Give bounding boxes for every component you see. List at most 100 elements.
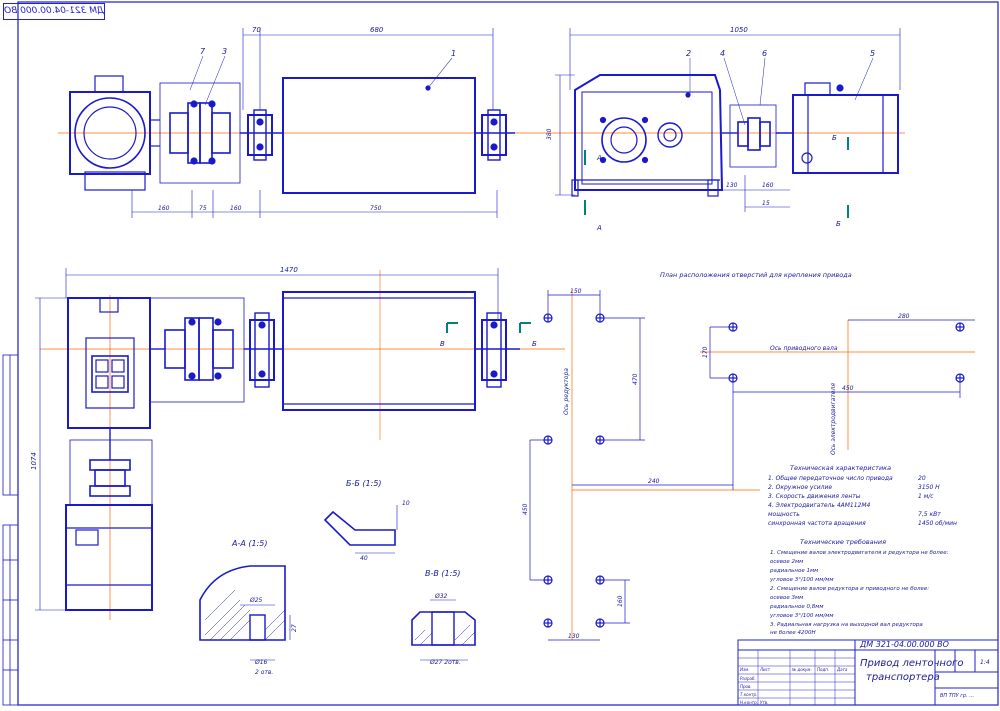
tech-req-line: осевое 3мм <box>770 595 803 601</box>
tech-spec-line: синхронная частота вращения <box>768 520 866 527</box>
hole-dim-160: 160 <box>617 595 624 607</box>
bottom-left-motor <box>65 504 153 611</box>
aa-dim-3: 2 отв. <box>255 669 273 676</box>
tech-req-line: угловое 3°/100 мм/мм <box>769 577 834 583</box>
aa-dim-2: Ø16 <box>254 659 268 666</box>
aa-dim-1: Ø25 <box>249 597 263 604</box>
tech-spec-value: 1450 об/мин <box>918 520 957 527</box>
tech-req-line: 2. Смещение валов редуктора и приводного… <box>770 586 929 592</box>
top-bearing-right <box>481 109 507 161</box>
axis-drum-label: Ось приводного вала <box>770 345 838 352</box>
hole-plan <box>529 290 975 641</box>
bottom-view <box>35 268 565 620</box>
bb-dim-2: 40 <box>360 555 368 562</box>
hole-dim-240: 240 <box>648 478 660 485</box>
role-label: Разраб. <box>740 676 756 681</box>
top-bearing-left <box>247 109 273 161</box>
title-block <box>737 639 999 706</box>
callout-2: 2 <box>686 49 691 58</box>
corner-stamp: ДМ 321-04.00.000 ВО <box>3 3 105 20</box>
title-block-scale: 1:4 <box>980 659 990 666</box>
axis-reducer-label: Ось редуктора <box>563 368 570 415</box>
tech-req-line: радиальное 0,8мм <box>769 604 824 610</box>
section-mark-b1: Б <box>832 134 837 142</box>
tech-spec-value: 20 <box>918 475 926 482</box>
top-view <box>58 28 905 218</box>
hole-dim-130: 130 <box>568 633 580 640</box>
role-label: Утв. <box>760 700 768 705</box>
role-label: Пров. <box>740 684 752 689</box>
row-label: Подп. <box>817 667 829 672</box>
tech-spec-lines: 1. Общее передаточное число привода 2. О… <box>768 475 957 527</box>
dim-top-right: 1050 <box>730 26 748 34</box>
role-label: Н.контр. <box>740 700 758 705</box>
aa-dim-4: 27 <box>291 624 298 632</box>
bottom-drum <box>282 291 476 411</box>
tech-req-line: 1. Смещение валов электродвигателя и ред… <box>770 550 949 556</box>
bottom-bearing-right <box>481 312 507 388</box>
top-right-gearbox <box>571 74 724 197</box>
tech-spec-value: 7,5 кВт <box>918 511 941 518</box>
tech-spec-line: мощность <box>768 511 800 518</box>
title-block-row-labels: Изм. Лист № докум. Подп. Дата Разраб. Пр… <box>740 667 848 705</box>
tech-req-lines: 1. Смещение валов электродвигателя и ред… <box>769 550 949 636</box>
section-mark-a2: А <box>596 224 602 232</box>
dim-top-mid: 680 <box>370 26 384 34</box>
tech-spec-title: Техническая характеристика <box>790 464 891 472</box>
hole-dim-470: 470 <box>632 373 639 385</box>
tech-spec-value: 3150 Н <box>918 484 940 491</box>
top-drum <box>282 77 476 194</box>
callout-4: 4 <box>720 49 725 58</box>
title-block-code: ДМ 321-04.00.000 ВО <box>859 640 949 649</box>
bottom-bearing-left <box>249 312 275 388</box>
title-block-title-2: транспортера <box>866 672 940 683</box>
dim-bottom-left2: 75 <box>199 205 207 212</box>
row-label: Изм. <box>740 667 749 672</box>
hole-dim-450: 450 <box>522 503 529 515</box>
section-mark-a1: А <box>596 154 602 162</box>
tech-spec-line: 2. Окружное усилие <box>768 484 832 491</box>
tech-req-line: 3. Радиальная нагрузка на выходной вал р… <box>770 622 923 628</box>
bb-dim-1: 10 <box>402 500 410 507</box>
row-label: Лист <box>759 667 771 672</box>
top-dims <box>131 28 901 218</box>
hole-dim-280: 280 <box>898 313 910 320</box>
tech-req-line: не более 4200Н <box>770 630 816 636</box>
row-label: № докум. <box>791 667 812 672</box>
tech-req-line: угловое 3°/100 мм/мм <box>769 613 834 619</box>
dim-height: 1074 <box>30 452 38 470</box>
dim-top-left: 70 <box>252 26 261 34</box>
tech-req-line: радиальное 1мм <box>769 568 818 574</box>
bottom-section-markers <box>446 322 531 333</box>
section-vv-label: В-В (1:5) <box>425 569 461 578</box>
callout-6: 6 <box>762 49 767 58</box>
role-label: Т.контр. <box>740 692 757 697</box>
left-side-stamp <box>2 354 19 706</box>
top-right-motor <box>776 82 899 174</box>
tech-spec-line: 4. Электродвигатель 4АМ112М4 <box>768 502 871 509</box>
callout-3: 3 <box>222 47 227 56</box>
dim-right-v: 380 <box>546 128 553 140</box>
top-section-markers <box>584 137 849 218</box>
callout-5: 5 <box>870 49 875 58</box>
tech-spec-line: 3. Скорость движения ленты <box>768 493 861 500</box>
section-details <box>199 505 476 661</box>
section-aa-label: А-А (1:5) <box>231 539 268 548</box>
top-left-motor <box>69 75 160 191</box>
dim-bottom-left1: 160 <box>158 205 170 212</box>
tech-spec-value: 1 м/с <box>918 493 934 500</box>
callout-7: 7 <box>200 47 206 56</box>
bottom-middle-coupling <box>149 297 245 403</box>
sheet-frame <box>17 1 999 706</box>
tech-req-line: осевое 2мм <box>770 559 803 565</box>
row-label: Дата <box>836 667 848 672</box>
bottom-left-gearbox <box>67 297 151 429</box>
bottom-dims <box>35 268 499 611</box>
dim-bottom-long: 750 <box>370 205 382 212</box>
title-block-group: ВП ТПУ гр. ... <box>940 693 974 699</box>
title-block-title-1: Привод ленточного <box>860 658 963 669</box>
section-bb-label: Б-Б (1:5) <box>346 479 382 488</box>
dim-overall: 1470 <box>280 266 298 274</box>
callout-leaders <box>189 55 874 126</box>
